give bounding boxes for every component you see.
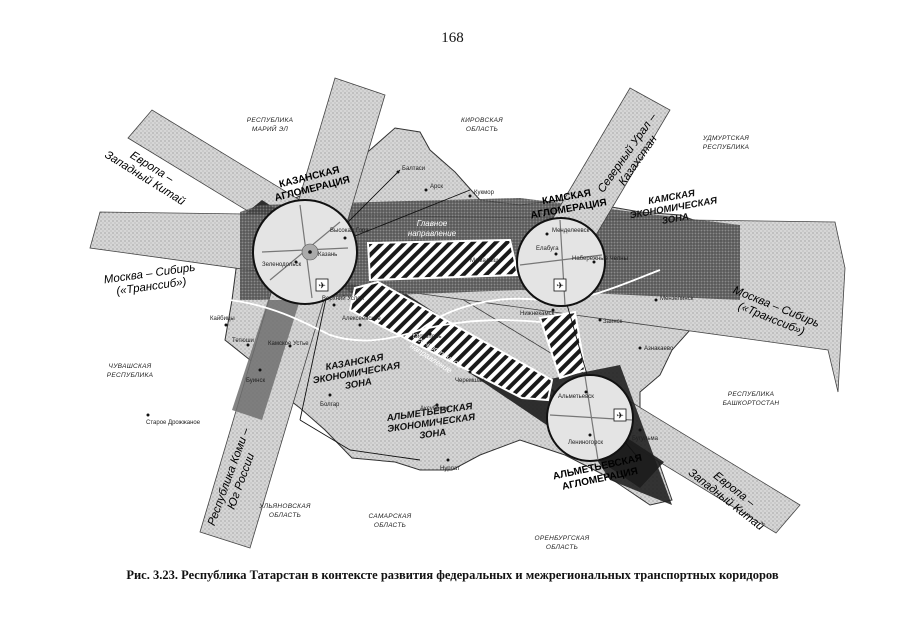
kazan-agglomeration-circle [252, 199, 358, 305]
svg-text:✈: ✈ [556, 281, 564, 291]
city-label-tetyushi: Тетюши [232, 338, 254, 344]
city-label-kamskoe-ustye: Камское Устье [268, 341, 309, 347]
city-label-zelenodolsk: Зеленодольск [262, 262, 301, 268]
city-label-mamadysh: Мамадыш [470, 258, 499, 264]
city-label-zainsk: Заинск [603, 319, 623, 325]
svg-text:✈: ✈ [318, 281, 326, 291]
city-label-bugulma: Бугульма [632, 436, 659, 442]
airport-icon: ✈ [613, 408, 627, 422]
airport-icon: ✈ [553, 278, 567, 292]
city-label-kazan: Казань [318, 252, 337, 258]
city-label-cheremshan: Черемшан [455, 378, 485, 384]
city-label-elabuga: Елабуга [536, 246, 559, 252]
city-label-bolgar: Болгар [320, 402, 340, 408]
city-label-aksubaevo: Аксубаево [420, 406, 450, 412]
city-label-staroe-drozhzhanoe: Старое Дрожжаное [146, 420, 201, 426]
city-label-alekseevskoe: Алексеевское [342, 316, 381, 322]
city-label-aznakaevo: Азнакаево [644, 346, 674, 352]
city-label-buinsk: Буинск [246, 378, 265, 384]
river-volga [229, 299, 541, 342]
road-network [299, 169, 641, 461]
city-dots [146, 170, 658, 462]
southeast-direction-hatch [348, 280, 554, 402]
airport-icon: ✈ [315, 278, 329, 292]
city-label-arsk: Арск [430, 184, 443, 190]
city-label-nurlat: Нурлат [440, 466, 460, 472]
svg-text:✈: ✈ [616, 411, 624, 421]
almetyevsk-agglomeration-circle [546, 374, 634, 462]
city-label-kaibitsy: Кайбицы [210, 315, 235, 322]
city-label-almetyevsk: Альметьевск [558, 394, 594, 400]
city-label-leninogorsk: Лениногорск [568, 440, 603, 446]
page-number: 168 [441, 30, 464, 46]
city-label-vysokaya-gora: Высокая Гора [330, 228, 369, 234]
city-label-baltasi: Балтаси [402, 166, 425, 172]
city-label-nizhnekamsk: Нижнекамск [520, 311, 555, 317]
city-label-menzelinsk: Мензелинск [660, 296, 694, 302]
corridor-label-moscow-siberia-w: Москва – Сибирь(«Транссиб») [103, 262, 198, 300]
city-label-chistopol: Чистополь [412, 334, 441, 340]
corridor-band-komi-south-core [232, 300, 300, 420]
city-label-verkhniy-uslon: Верхний Услон [322, 295, 364, 302]
figure-caption: Рис. 3.23. Республика Татарстан в контек… [126, 568, 779, 582]
city-label-nab-chelny: Набережные Челны [572, 256, 628, 262]
kama-agglomeration-circle [516, 217, 606, 307]
city-label-mendeleevsk: Менделеевск [552, 228, 590, 234]
city-label-kukmor: Кукмор [474, 190, 495, 196]
